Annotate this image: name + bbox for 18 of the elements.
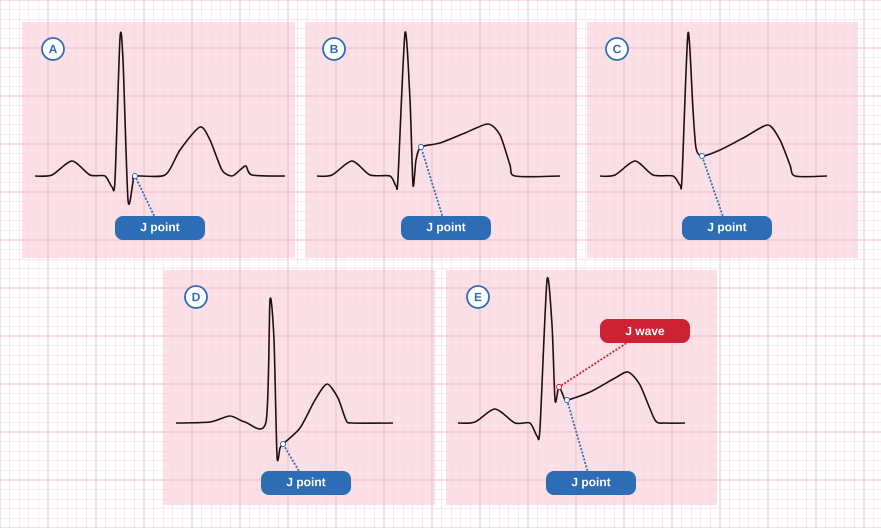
label-pill: J point [115,216,205,240]
label-pill: J wave [600,319,690,343]
label-pill: J point [546,471,636,495]
point-marker [132,173,138,179]
leader-line [702,158,724,216]
leader-line [566,402,588,472]
leader-line [136,178,155,216]
label-pill: J point [261,471,351,495]
point-marker [280,441,286,447]
label-pill: J point [401,216,491,240]
point-marker [418,144,424,150]
label-pill: J point [682,216,772,240]
point-marker [564,397,570,403]
point-marker [699,153,705,159]
leader-line [561,342,627,386]
leader-line [284,446,300,472]
point-marker [556,384,562,390]
leader-line [421,150,444,216]
